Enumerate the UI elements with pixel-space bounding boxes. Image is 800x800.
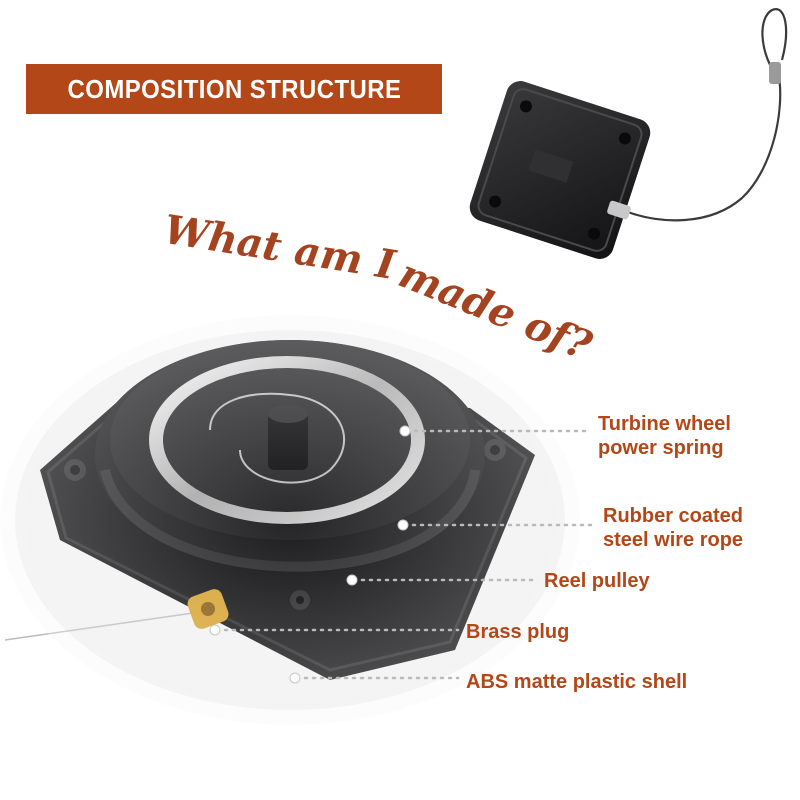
callout-dot-shell — [289, 672, 301, 684]
label-line: Rubber coated — [603, 505, 744, 527]
callout-dot-pulley — [346, 574, 358, 586]
label-turbine-spring: Turbine wheel power spring — [598, 412, 731, 460]
label-line: Turbine wheel — [598, 413, 731, 435]
label-line: Reel pulley — [544, 570, 650, 592]
callout-dot-plug — [209, 624, 221, 636]
label-line: ABS matte plastic shell — [466, 671, 688, 693]
cable-exit — [607, 200, 631, 220]
label-brass-plug: Brass plug — [466, 620, 569, 644]
wire-loop — [627, 8, 788, 222]
crimp-sleeve — [769, 62, 781, 84]
callout-dot-spring — [399, 425, 411, 437]
title-banner: COMPOSITION STRUCTURE — [26, 64, 442, 114]
label-abs-shell: ABS matte plastic shell — [466, 670, 687, 694]
small-device — [469, 81, 651, 259]
label-wire-rope: Rubber coated steel wire rope — [603, 504, 743, 552]
label-reel-pulley: Reel pulley — [544, 569, 650, 593]
label-line: steel wire rope — [603, 529, 744, 551]
label-line: Brass plug — [466, 621, 570, 643]
callout-dot-rope — [397, 519, 409, 531]
label-line: power spring — [598, 437, 724, 459]
page-title: COMPOSITION STRUCTURE — [67, 73, 401, 104]
